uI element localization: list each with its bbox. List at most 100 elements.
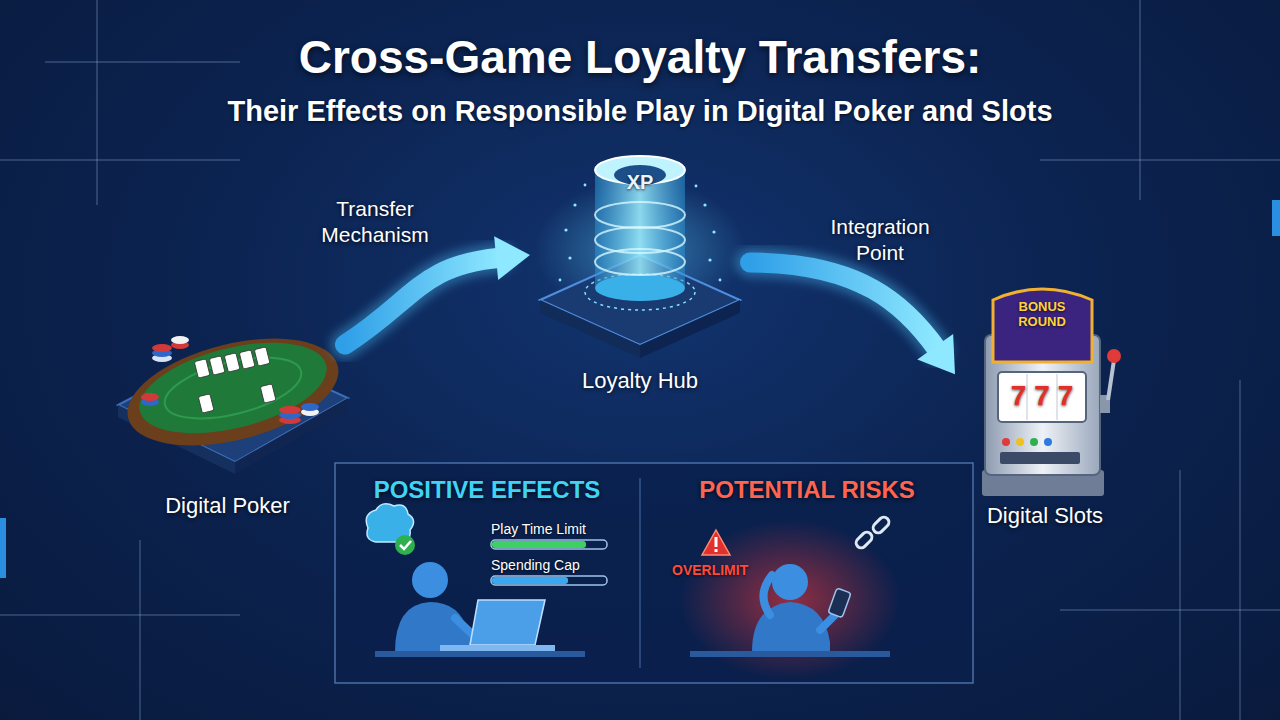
poker-table bbox=[171, 336, 189, 344]
slot-machine bbox=[1016, 438, 1024, 446]
edge-accent bbox=[1272, 200, 1280, 236]
poker-table bbox=[194, 359, 210, 378]
slot-machine bbox=[1030, 438, 1038, 446]
positive-person bbox=[440, 645, 555, 651]
warning-icon bbox=[715, 549, 718, 552]
loyalty-hub-icon bbox=[540, 300, 640, 358]
brain-icon bbox=[366, 504, 415, 555]
poker-table bbox=[194, 347, 276, 413]
illustrated-node: Digital Poker bbox=[110, 320, 345, 525]
loyalty-hub-icon bbox=[712, 230, 715, 233]
slot-sign: BONUS ROUND bbox=[997, 300, 1087, 330]
positive-person bbox=[375, 651, 585, 657]
poker-table bbox=[198, 394, 214, 413]
loyalty-hub-icon bbox=[568, 256, 571, 259]
frame-lines bbox=[1060, 610, 1280, 611]
positive-person bbox=[470, 600, 545, 645]
slot-machine bbox=[1002, 438, 1010, 446]
poker-table bbox=[254, 347, 270, 366]
poker-table bbox=[130, 326, 336, 450]
loyalty-hub-icon bbox=[559, 279, 562, 282]
loyalty-hub-icon bbox=[595, 275, 685, 301]
limit-label: Play Time Limit bbox=[491, 521, 631, 538]
limit-bars bbox=[492, 541, 586, 548]
poker-table bbox=[209, 356, 225, 375]
flow-arrow bbox=[750, 263, 955, 375]
risk-person bbox=[763, 575, 772, 615]
risk-person bbox=[772, 564, 808, 600]
loyalty-hub-icon bbox=[573, 203, 576, 206]
loyalty-hub-icon bbox=[708, 258, 711, 261]
risk-person bbox=[680, 515, 900, 680]
loyalty-hub-icon bbox=[559, 184, 722, 282]
node-label: Digital Slots bbox=[987, 503, 1103, 529]
loyalty-hub-icon bbox=[595, 249, 685, 275]
frame-lines bbox=[140, 540, 141, 720]
loyalty-hub-icon bbox=[695, 185, 698, 188]
positive-person bbox=[412, 562, 448, 598]
flow-arrow bbox=[345, 236, 530, 344]
edge-accent bbox=[0, 518, 6, 578]
overlimit-warning: OVERLIMIT bbox=[672, 562, 772, 579]
loyalty-hub-icon bbox=[595, 202, 685, 228]
poker-table bbox=[117, 319, 350, 474]
frame-lines bbox=[0, 615, 240, 616]
poker-table bbox=[152, 344, 172, 352]
section-heading: POSITIVE EFFECTS bbox=[374, 476, 601, 505]
risk-person bbox=[828, 588, 851, 618]
limit-bars bbox=[492, 577, 568, 584]
broken-chain-icon bbox=[854, 515, 891, 550]
frame-lines bbox=[97, 0, 98, 205]
warning-icon bbox=[702, 530, 730, 555]
poker-table bbox=[279, 406, 301, 414]
arrow-glow bbox=[750, 263, 938, 350]
node-label: Loyalty Hub bbox=[582, 368, 698, 394]
effects-panel bbox=[335, 463, 973, 683]
effects-panel bbox=[640, 478, 641, 668]
xp-badge: XP bbox=[612, 171, 668, 193]
frame-lines bbox=[45, 62, 240, 63]
subtitle: Their Effects on Responsible Play in Dig… bbox=[0, 94, 1280, 129]
poker-table bbox=[117, 319, 350, 464]
arrow-glow bbox=[345, 258, 500, 345]
arrowhead bbox=[494, 236, 530, 280]
poker-table bbox=[224, 353, 240, 372]
poker-table bbox=[141, 336, 319, 424]
frame-lines bbox=[0, 160, 240, 161]
brain-icon bbox=[395, 535, 415, 555]
broken-chain-icon bbox=[871, 515, 891, 535]
risk-person bbox=[680, 520, 900, 680]
frame-lines bbox=[1040, 160, 1280, 161]
effects-section: POSITIVE EFFECTS bbox=[340, 468, 634, 678]
loyalty-hub-icon bbox=[564, 228, 567, 231]
slot-machine bbox=[1044, 438, 1052, 446]
loyalty-hub-icon bbox=[595, 202, 685, 275]
limit-bars bbox=[491, 576, 607, 585]
arrowhead bbox=[917, 334, 955, 374]
brain-icon bbox=[400, 541, 411, 549]
loyalty-hub-icon bbox=[703, 203, 706, 206]
loyalty-hub-icon bbox=[535, 156, 745, 358]
reel-symbols: 777 bbox=[998, 379, 1086, 413]
risk-person bbox=[690, 651, 890, 657]
broken-chain-icon bbox=[854, 530, 874, 550]
diagram-title: Cross-Game Loyalty Transfers: bbox=[0, 30, 1280, 84]
edge-label: Transfer Mechanism bbox=[300, 196, 450, 249]
frame-lines bbox=[1240, 380, 1241, 720]
arrow-shaft bbox=[345, 258, 500, 345]
frame-lines bbox=[1180, 470, 1181, 720]
warning-icon bbox=[715, 537, 718, 547]
loyalty-hub-icon bbox=[595, 170, 685, 288]
poker-table bbox=[159, 346, 307, 430]
effects-panel bbox=[335, 463, 973, 683]
arrow-shaft bbox=[750, 263, 938, 350]
poker-table bbox=[141, 393, 159, 401]
limit-bars bbox=[491, 540, 607, 549]
section-heading: POTENTIAL RISKS bbox=[699, 476, 915, 505]
slot-machine bbox=[993, 289, 1092, 362]
slot-machine bbox=[1108, 360, 1114, 400]
edge-label: Integration Point bbox=[805, 214, 955, 267]
loyalty-hub-icon bbox=[719, 279, 722, 282]
